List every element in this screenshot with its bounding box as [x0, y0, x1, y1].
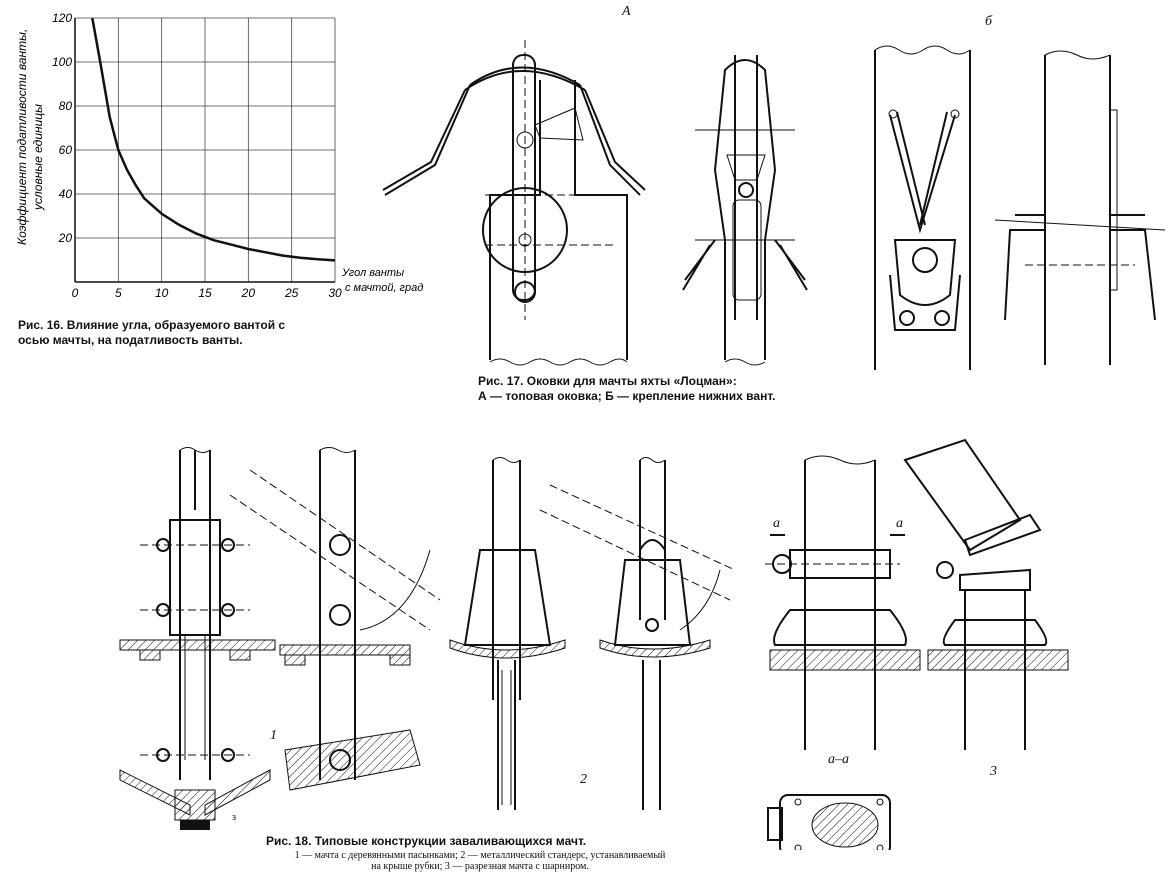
y-axis-label-2: условные единицы	[31, 104, 45, 211]
y-tick-label: 60	[59, 143, 73, 157]
y-tick-label: 120	[52, 11, 72, 25]
x-tick-label: 10	[155, 286, 169, 300]
fig18-label-2: 2	[580, 772, 587, 787]
fig17-caption: Рис. 17. Оковки для мачты яхты «Лоцман»:…	[478, 374, 818, 404]
fig18-legend: 1 — мачта с деревянными пасынками; 2 — м…	[170, 850, 790, 872]
fig18-label-3: 3	[990, 764, 997, 779]
chart-grid	[74, 17, 336, 282]
y-axis-label-1: Коэффициент податливости ванты,	[15, 29, 29, 245]
fig17-top-fitting-front	[382, 40, 646, 366]
fig18-variant-2	[449, 457, 736, 810]
x-tick-label: 5	[115, 286, 122, 300]
fig18-variant-1	[119, 447, 441, 830]
x-tick-label: 15	[198, 286, 212, 300]
x-tick-label: 25	[284, 286, 299, 300]
fig18-small-label: з	[232, 812, 236, 823]
chart-tick-labels: 0 5 10 15 20 25 30 20 40 60 80 100 120	[52, 11, 342, 300]
x-tick-label: 30	[328, 286, 342, 300]
fig17-lower-shroud-side	[994, 50, 1165, 365]
x-tick-label: 20	[241, 286, 256, 300]
fig18-legend-line2: на крыше рубки; 3 — разрезная мачта с ша…	[371, 861, 589, 872]
y-tick-label: 20	[58, 231, 73, 245]
x-tick-label: 0	[72, 286, 79, 300]
fig17-label-b: б	[985, 14, 993, 29]
fig18-variant-3	[765, 438, 1069, 850]
fig17-lower-shroud-front	[874, 45, 971, 370]
y-tick-label: 100	[52, 55, 72, 69]
fig18-caption: Рис. 18. Типовые конструкции заваливающи…	[266, 834, 587, 848]
fig17-top-fitting-side	[682, 55, 808, 366]
fig18-label-1: 1	[270, 728, 277, 743]
fig17-label-a: A	[622, 4, 631, 19]
chart-axes	[74, 18, 335, 283]
fig18-section-mark-left: а	[773, 516, 780, 531]
fig16-caption: Рис. 16. Влияние угла, образуемого ванто…	[18, 318, 286, 347]
y-tick-label: 40	[59, 187, 73, 201]
fig18-section-label: а–а	[828, 752, 849, 767]
x-axis-label-2: с мачтой, град	[345, 282, 423, 294]
fig17-caption-line1: Рис. 17. Оковки для мачты яхты «Лоцман»:	[478, 374, 737, 388]
fig17-drawings	[382, 40, 1165, 370]
series-line	[91, 17, 336, 262]
fig16-chart: 0 5 10 15 20 25 30 20 40 60 80 100 120 Коэффициент п…	[15, 11, 423, 300]
y-tick-label: 80	[59, 99, 73, 113]
fig18-section-mark-right: а	[896, 516, 903, 531]
fig18-drawings	[119, 438, 1069, 850]
x-axis-label-1: Угол ванты	[341, 267, 404, 279]
fig18-legend-line1: 1 — мачта с деревянными пасынками; 2 — м…	[294, 850, 666, 861]
fig17-caption-line2: А — топовая оковка; Б — крепление нижних…	[478, 389, 776, 403]
